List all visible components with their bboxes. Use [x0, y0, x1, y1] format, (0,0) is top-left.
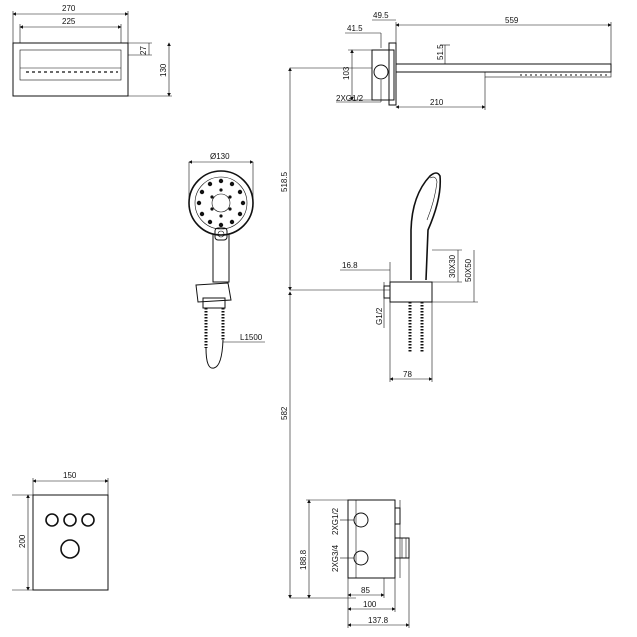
dim-vert-upper: 518.5 [280, 171, 289, 192]
head-inner [19, 49, 122, 81]
dim-box-conn1: 2XG1/2 [331, 507, 340, 535]
dim-holder-size2: 50X50 [464, 258, 473, 282]
dim-holder-depth: 78 [403, 370, 412, 379]
dim-head-height: 27 [139, 46, 148, 55]
hose-holder [195, 282, 232, 303]
dim-hose-len: L1500 [240, 333, 263, 342]
thermostatic-knob [60, 539, 80, 559]
arm-tube [395, 63, 612, 73]
shower-head-top-view: 270 225 27 130 [12, 4, 172, 97]
arm-fitting [373, 64, 389, 80]
dim-box-d3: 137.8 [368, 616, 389, 625]
dim-arm-wall: 49.5 [373, 11, 389, 20]
dim-vert-lower: 582 [280, 406, 289, 420]
dim-holder-offset: 16.8 [342, 261, 358, 270]
hand-shower-side-view: 16.8 G1/2 30X30 50X50 78 [340, 172, 478, 382]
vertical-dimensions: 518.5 582 [280, 67, 390, 599]
dim-box-d2: 100 [363, 600, 377, 609]
dim-head-inner-width: 225 [62, 17, 76, 26]
dim-box-d1: 85 [361, 586, 370, 595]
head-outline [12, 42, 129, 97]
spray-holes [196, 178, 246, 228]
dim-box-conn2: 2XG3/4 [331, 544, 340, 572]
dim-arm-proj: 210 [430, 98, 444, 107]
dim-arm-offset: 41.5 [347, 24, 363, 33]
dim-hand-dia: Ø130 [210, 152, 230, 161]
control-plate-front: 150 200 [12, 471, 109, 591]
box-outline [347, 499, 396, 579]
dim-plate-height: 200 [18, 534, 27, 548]
dim-arm-drop: 51.5 [436, 44, 445, 60]
mixing-box-side: 2XG1/2 2XG3/4 188.8 85 100 137.8 [299, 499, 410, 628]
dim-head-width: 270 [62, 4, 76, 13]
dim-plate-width: 150 [63, 471, 77, 480]
wall-flange [371, 49, 395, 101]
shower-arm-side-view: 559 49.5 41.5 51.5 103 2XG1/2 210 [336, 11, 612, 110]
hand-shower-handle [212, 234, 230, 283]
dim-arm-height: 103 [342, 66, 351, 80]
side-holder [389, 281, 433, 303]
dim-box-height: 188.8 [299, 549, 308, 570]
button-2 [63, 513, 77, 527]
dim-holder-thread: G1/2 [375, 307, 384, 325]
button-1 [45, 513, 59, 527]
dim-head-depth: 130 [159, 63, 168, 77]
hand-shower-front-view: Ø130 L1500 [188, 152, 265, 369]
dim-arm-conn: 2XG1/2 [336, 94, 364, 103]
dim-holder-size1: 30X30 [448, 254, 457, 278]
dim-arm-length: 559 [505, 16, 519, 25]
button-3 [81, 513, 95, 527]
side-handset [410, 172, 442, 281]
rain-head [484, 71, 612, 78]
plate-outline [32, 494, 109, 591]
